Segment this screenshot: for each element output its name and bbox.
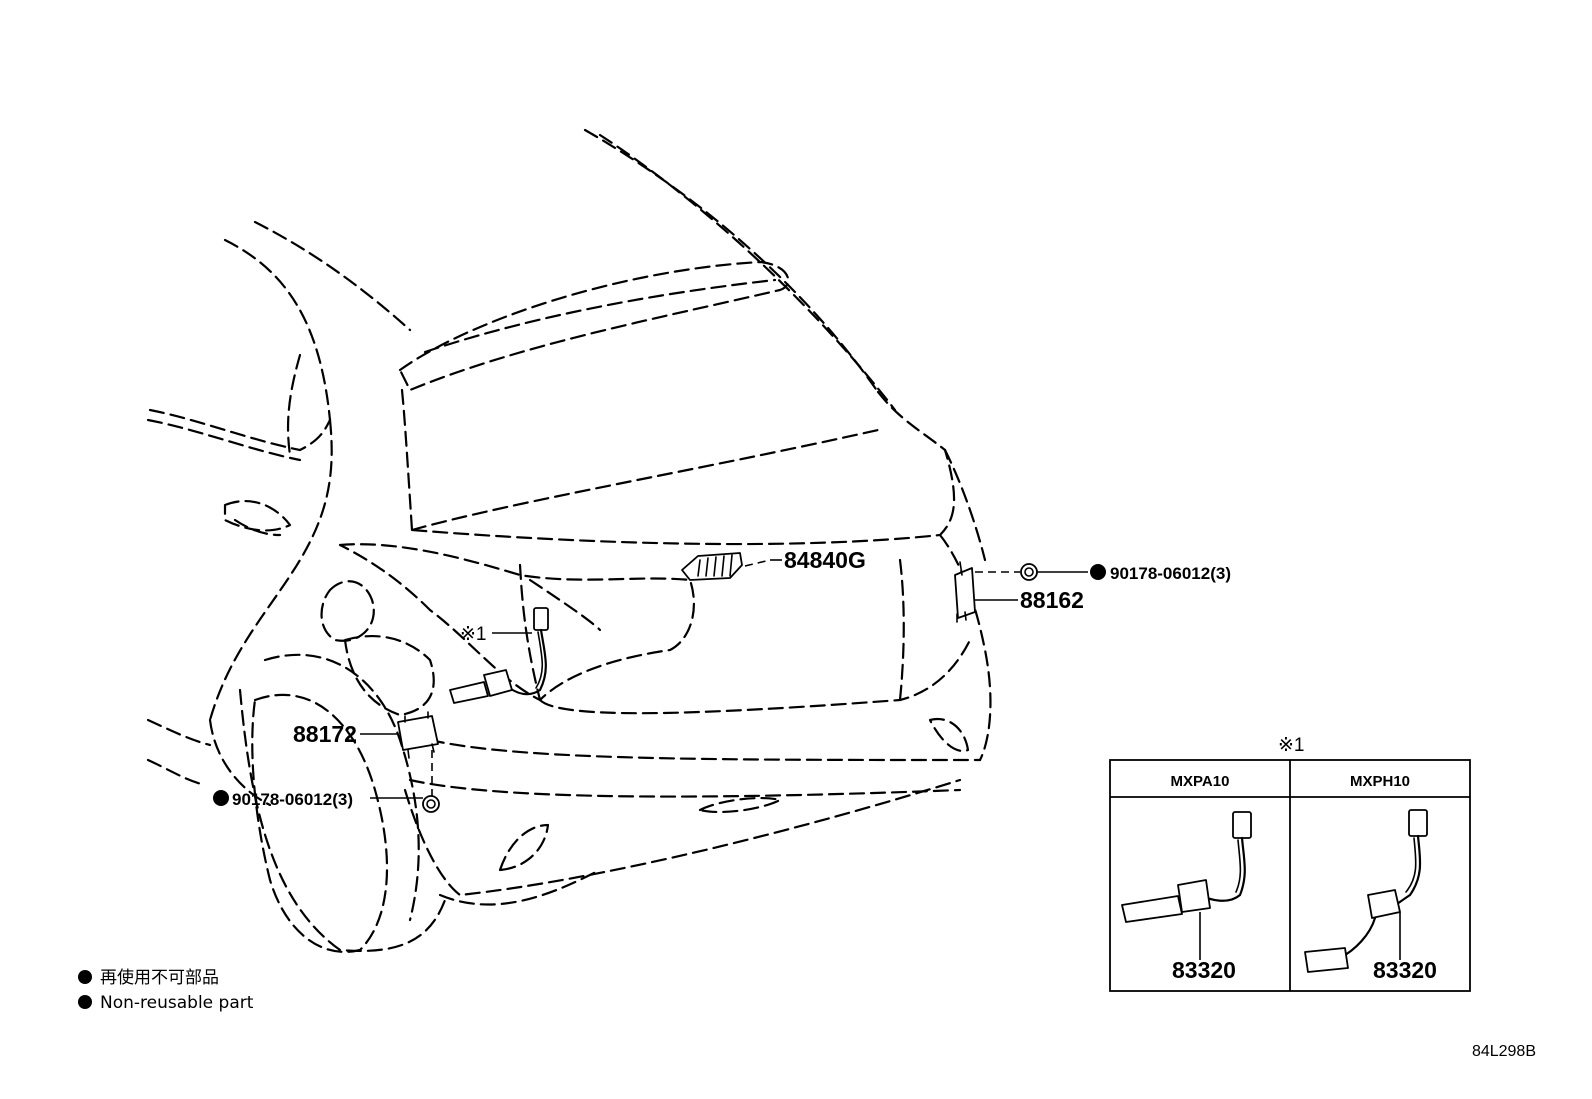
- label-88162: 88162: [1020, 587, 1084, 613]
- diagram-code: 84L298B: [1472, 1043, 1536, 1060]
- legend-line-2: Non-reusable part: [100, 993, 254, 1013]
- license-light-part[interactable]: [681, 552, 782, 581]
- note-col-header-2: MXPH10: [1350, 773, 1410, 790]
- note-box: [1109, 759, 1471, 992]
- harness-variant-mxpa10[interactable]: [1121, 811, 1252, 960]
- note-marker: ※1: [460, 624, 487, 645]
- bracket-88162-part[interactable]: [954, 561, 1020, 623]
- label-83320-mxpa10: 83320: [1172, 957, 1236, 983]
- note-col-header-1: MXPA10: [1171, 773, 1230, 790]
- label-88172: 88172: [293, 721, 357, 747]
- label-84840G: 84840G: [784, 547, 866, 573]
- module-88172-part[interactable]: [360, 711, 439, 800]
- wire-harness-part[interactable]: [449, 607, 549, 704]
- bolt-nut-left-icon[interactable]: [370, 795, 440, 813]
- legend-bullet-icon: [78, 970, 92, 984]
- harness-variant-mxph10[interactable]: [1304, 809, 1428, 973]
- legend-bullet-icon: [78, 995, 92, 1009]
- non-reusable-bullet-icon: [213, 790, 229, 806]
- label-83320-mxph10: 83320: [1373, 957, 1437, 983]
- label-bolt-left: 90178-06012(3): [232, 790, 353, 809]
- bolt-nut-right-icon[interactable]: [1020, 563, 1088, 581]
- note-box-title: ※1: [1278, 735, 1305, 756]
- label-bolt-right: 90178-06012(3): [1110, 564, 1231, 583]
- non-reusable-bullet-icon: [1090, 564, 1106, 580]
- vehicle-outline: [146, 128, 992, 953]
- legend-line-1: 再使用不可部品: [100, 967, 219, 988]
